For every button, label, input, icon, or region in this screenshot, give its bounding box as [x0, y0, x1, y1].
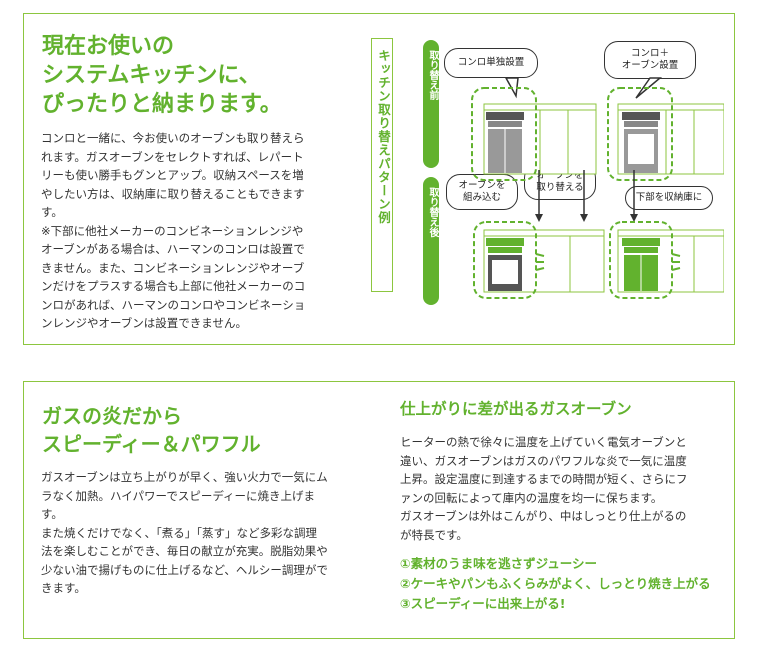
arrow-head — [630, 214, 638, 222]
bubble-stove-only: コンロ単独設置 — [444, 48, 538, 78]
highlight-marks — [535, 253, 545, 271]
bubble-text: コンロ単独設置 — [457, 57, 525, 68]
arrow-head — [580, 214, 588, 222]
heading-line: 現在お使いの — [42, 34, 175, 59]
after-tab-label: 取り替え後 — [427, 187, 438, 237]
text-line: ンだけをプラスする場合も上部に他社メーカーのコ — [41, 279, 306, 293]
highlight-marks — [671, 253, 681, 271]
kitchen-fit-heading: 現在お使いの システムキッチンに、 ぴったりと納まります。 — [42, 32, 372, 119]
bubble-text: オーブンを — [458, 180, 506, 191]
bubble-text: 下部を収納庫に — [635, 192, 703, 203]
heading-line: スピーディー＆パワフル — [42, 432, 261, 456]
text-line: ンレンジやオーブンは設置できません。 — [41, 316, 247, 330]
kitchen-before-left — [471, 87, 597, 181]
kitchen-before-right — [607, 87, 724, 181]
bubble-text: 取り替える — [536, 182, 584, 193]
replacement-pattern-label-text: キッチン取り替えパターン例 — [376, 49, 391, 225]
text-line: ヒーターの熱で徐々に温度を上げていく電気オーブンと — [400, 435, 687, 449]
gas-flame-heading: ガスの炎だから スピーディー＆パワフル — [42, 402, 372, 458]
bubble-text: コンロ＋ — [630, 48, 669, 59]
feature-list: ①素材のうま味を逃さずジューシー ②ケーキやパンもふくらみがよく、しっとり焼き上… — [400, 554, 711, 614]
text-line: 少ない油で揚げものに仕上げるなど、ヘルシー調理がで — [41, 562, 328, 577]
kitchen-fit-panel: 現在お使いの システムキッチンに、 ぴったりと納まります。 コンロと一緒に、今お… — [23, 13, 735, 345]
text-line: やしたい方は、収納庫に取り替えることもできます — [41, 186, 305, 201]
text-line: リーも使い勝手もグンとアップ。収納スペースを増 — [41, 168, 304, 182]
gas-flame-description: ガスオーブンは立ち上がりが早く、強い火力で一気にム ラなく加熱。ハイパワーでスピ… — [41, 468, 371, 598]
gas-oven-panel: ガスの炎だから スピーディー＆パワフル ガスオーブンは立ち上がりが早く、強い火力… — [23, 381, 735, 639]
text-line: ガスオーブンは外はこんがり、中はしっとり仕上がるの — [400, 509, 687, 523]
arrow-head — [535, 214, 543, 222]
feature-item: ①素材のうま味を逃さずジューシー — [400, 556, 597, 571]
text-line: ※下部に他社メーカーのコンビネーションレンジや — [41, 223, 304, 238]
text-line: れます。ガスオーブンをセレクトすれば、レパート — [41, 149, 304, 164]
text-line: す。 — [41, 205, 63, 219]
finish-difference-description: ヒーターの熱で徐々に温度を上げていく電気オーブンと 違い、ガスオーブンはガスのパ… — [400, 433, 730, 544]
heading-line: システムキッチンに、 — [42, 63, 261, 88]
bubble-text: 組み込む — [462, 192, 501, 203]
heading-line: ぴったりと納まります。 — [42, 92, 282, 117]
finish-difference-heading: 仕上がりに差が出るガスオーブン — [400, 400, 632, 418]
text-line: きません。また、コンビネーションレンジやオーブ — [41, 260, 305, 275]
kitchen-fit-description: コンロと一緒に、今お使いのオーブンも取り替えら れます。ガスオーブンをセレクトす… — [41, 129, 369, 333]
feature-item: ②ケーキやパンもふくらみがよく、しっとり焼き上がる — [400, 576, 711, 591]
text-line: が特長です。 — [400, 527, 468, 542]
bubble-text: オーブン設置 — [621, 60, 679, 71]
text-line: また焼くだけでなく、「煮る」「蒸す」など多彩な調理 — [41, 525, 317, 540]
text-line: コンロと一緒に、今お使いのオーブンも取り替えら — [41, 131, 305, 145]
replacement-pattern-label: キッチン取り替えパターン例 — [371, 38, 393, 292]
feature-item: ③スピーディーに出来上がる! — [400, 596, 566, 611]
kitchen-after-left — [473, 221, 605, 299]
text-line: す。 — [41, 507, 63, 521]
text-line: ンロがあれば、ハーマンのコンロやコンビネーショ — [41, 297, 306, 312]
kitchen-illustration — [471, 77, 724, 299]
bubble-text: オーブンを — [536, 170, 584, 181]
after-tab: 取り替え後 — [423, 177, 439, 305]
before-tab: 取り替え前 — [423, 40, 439, 168]
kitchen-after-right — [609, 221, 724, 299]
text-line: ラなく加熱。ハイパワーでスピーディーに焼き上げま — [41, 488, 316, 503]
text-line: 上昇。設定温度に到達するまでの時間が短く、さらにフ — [400, 472, 688, 486]
text-line: ァンの回転によって庫内の温度を均一に保ちます。 — [400, 490, 663, 505]
text-line: きます。 — [41, 581, 86, 595]
bubble-storage-below: 下部を収納庫に — [625, 186, 713, 210]
heading-line: ガスの炎だから — [42, 404, 182, 428]
before-tab-label: 取り替え前 — [427, 50, 438, 100]
text-line: 違い、ガスオーブンはガスのパワフルな炎で一気に温度 — [400, 453, 687, 468]
text-line: 法を楽しむことができ、毎日の献立が充実。脱脂効果や — [41, 544, 328, 558]
text-line: ガスオーブンは立ち上がりが早く、強い火力で一気にム — [41, 470, 328, 484]
text-line: オーブンがある場合は、ハーマンのコンロは設置で — [41, 242, 305, 256]
